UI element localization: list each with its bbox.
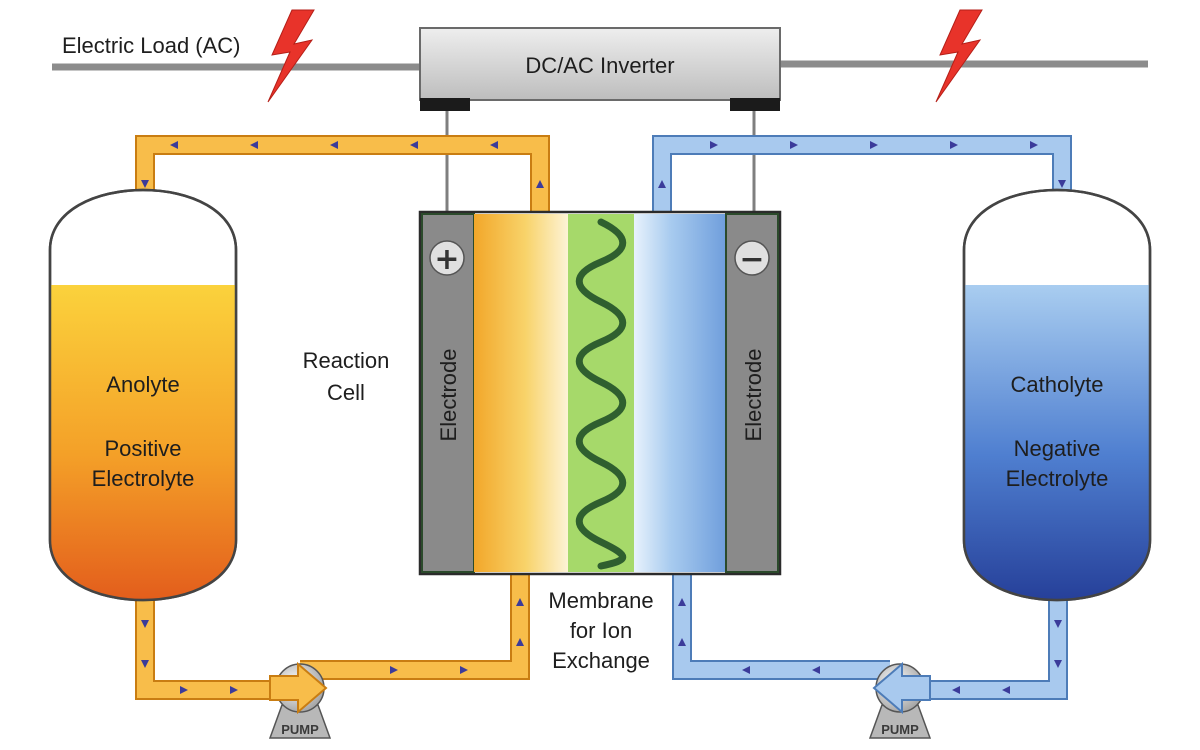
positive-sign: + bbox=[434, 242, 459, 277]
anolyte-label: Anolyte bbox=[106, 372, 179, 397]
pump-arrow-icon bbox=[269, 661, 328, 715]
left-electrode-label: Electrode bbox=[436, 349, 461, 442]
inverter-box bbox=[419, 27, 781, 101]
right-pump bbox=[868, 661, 932, 739]
anolyte-half-cell bbox=[474, 214, 568, 572]
reaction-cell-label-line1: Reaction bbox=[303, 348, 390, 373]
positive-terminal-icon bbox=[429, 240, 465, 276]
catholyte-tank bbox=[962, 188, 1152, 602]
catholyte-desc-line2: Electrolyte bbox=[1006, 466, 1109, 491]
flow-arrows bbox=[141, 141, 1066, 694]
left-pump bbox=[268, 661, 332, 739]
electric-load-label: Electric Load (AC) bbox=[62, 33, 241, 58]
right-pump-label: PUMP bbox=[881, 722, 919, 737]
left-pump-label: PUMP bbox=[281, 722, 319, 737]
anolyte-tank bbox=[48, 188, 238, 602]
reaction-cell-label-line2: Cell bbox=[327, 380, 365, 405]
negative-terminal-icon bbox=[734, 240, 770, 276]
membrane-label-line3: Exchange bbox=[552, 648, 650, 673]
pump-arrow-icon bbox=[872, 661, 931, 715]
reaction-cell bbox=[418, 210, 782, 576]
catholyte-desc-line1: Negative bbox=[1014, 436, 1101, 461]
lightning-bolt-icon bbox=[267, 9, 315, 103]
catholyte-half-cell bbox=[634, 214, 726, 572]
anolyte-desc-line1: Positive bbox=[104, 436, 181, 461]
negative-sign: − bbox=[739, 242, 764, 277]
membrane-label-line2: for Ion bbox=[570, 618, 632, 643]
membrane-label-line1: Membrane bbox=[548, 588, 653, 613]
inverter-terminal-left bbox=[420, 98, 470, 111]
membrane-spring bbox=[576, 218, 626, 570]
inverter-label: DC/AC Inverter bbox=[525, 53, 674, 78]
right-electrode-label: Electrode bbox=[741, 349, 766, 442]
lightning-bolt-icon bbox=[935, 9, 983, 103]
catholyte-label: Catholyte bbox=[1011, 372, 1104, 397]
inverter-terminal-right bbox=[730, 98, 780, 111]
anolyte-desc-line2: Electrolyte bbox=[92, 466, 195, 491]
